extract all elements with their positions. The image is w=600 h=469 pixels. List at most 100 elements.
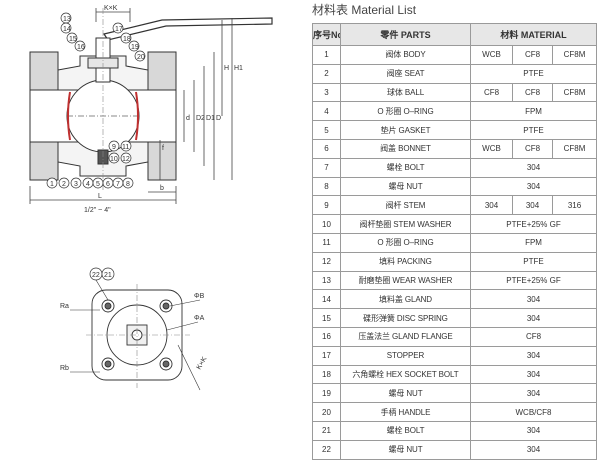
table-header-row: 序号No. 零件 PARTS 材料 MATERIAL bbox=[312, 23, 598, 46]
row-number: 18 bbox=[312, 364, 341, 385]
part-name: 阀盖 BONNET bbox=[340, 138, 471, 159]
callouts-top: 13 14 15 16 17 18 19 20 bbox=[60, 12, 146, 62]
part-name: 阀杆垫圈 STEM WASHER bbox=[340, 214, 471, 234]
callout-14: 14 bbox=[60, 22, 72, 34]
callout-9: 9 bbox=[108, 140, 120, 152]
part-name: 球体 BALL bbox=[340, 82, 471, 103]
row-number: 4 bbox=[312, 101, 341, 122]
callout-17: 17 bbox=[112, 22, 124, 34]
svg-text:14: 14 bbox=[63, 26, 71, 33]
dim-H1: H1 bbox=[234, 65, 243, 72]
callout-16: 16 bbox=[74, 40, 86, 52]
svg-text:18: 18 bbox=[123, 36, 131, 43]
material-value: PTFE bbox=[469, 63, 598, 84]
part-name: O 形圈 O–RING bbox=[340, 101, 471, 122]
material-value: 304 bbox=[469, 176, 598, 197]
callout-5: 5 bbox=[92, 177, 104, 189]
material-value: PTFE+25% GF bbox=[469, 214, 598, 234]
callouts-bottom: 1 2 3 4 5 6 7 8 9 10 11 12 bbox=[46, 140, 134, 189]
material-value: 304 bbox=[469, 345, 598, 366]
callout-21: 21 bbox=[101, 267, 115, 281]
svg-text:8: 8 bbox=[126, 181, 130, 188]
material-table: 序号No. 零件 PARTS 材料 MATERIAL 1阀体 BODYWCBCF… bbox=[312, 23, 598, 460]
svg-text:1: 1 bbox=[50, 181, 54, 188]
row-number: 17 bbox=[312, 345, 341, 366]
callout-12: 12 bbox=[120, 152, 132, 164]
material-value: CF8 bbox=[470, 82, 513, 103]
row-number: 7 bbox=[312, 157, 341, 178]
svg-text:22: 22 bbox=[92, 272, 100, 279]
dim-phiA: ΦA bbox=[194, 315, 205, 322]
part-name: 碟形弹簧 DISC SPRING bbox=[340, 308, 471, 328]
callout-3: 3 bbox=[70, 177, 82, 189]
material-value: PTFE+25% GF bbox=[469, 270, 598, 291]
callouts-flange: 22 21 bbox=[89, 267, 115, 301]
valve-drawing: K×K 13 14 15 16 17 18 19 2 bbox=[29, 5, 273, 391]
svg-text:10: 10 bbox=[110, 156, 118, 163]
callout-20: 20 bbox=[134, 50, 146, 62]
row-number: 15 bbox=[312, 308, 341, 328]
material-value: WCB bbox=[470, 45, 513, 65]
material-value: 304 bbox=[469, 289, 598, 310]
material-value: CF8M bbox=[551, 82, 598, 103]
callout-15: 15 bbox=[66, 32, 78, 44]
material-value: 304 bbox=[469, 420, 598, 441]
dim-Rb: Rb bbox=[60, 365, 69, 372]
svg-text:15: 15 bbox=[69, 36, 77, 43]
row-number: 3 bbox=[312, 82, 341, 103]
kk-dimension: K×K bbox=[95, 5, 131, 22]
header-parts: 零件 PARTS bbox=[340, 23, 471, 46]
callout-22: 22 bbox=[89, 267, 103, 281]
svg-text:5: 5 bbox=[96, 181, 100, 188]
svg-text:11: 11 bbox=[122, 144, 129, 151]
size-range: 1/2" ~ 4" bbox=[84, 207, 111, 214]
row-number: 6 bbox=[312, 138, 341, 159]
dim-b: b bbox=[160, 185, 164, 192]
callout-1: 1 bbox=[46, 177, 58, 189]
part-name: 阀杆 STEM bbox=[340, 195, 471, 216]
svg-text:9: 9 bbox=[112, 144, 116, 151]
dim-D2: D2 bbox=[196, 115, 205, 122]
callout-19: 19 bbox=[128, 40, 140, 52]
dim-f: f bbox=[162, 145, 164, 152]
material-value: CF8 bbox=[512, 82, 553, 103]
row-number: 10 bbox=[312, 214, 341, 234]
flange-view bbox=[86, 284, 190, 388]
svg-text:19: 19 bbox=[131, 44, 139, 51]
part-name: 螺母 NUT bbox=[340, 439, 471, 460]
svg-text:20: 20 bbox=[137, 54, 145, 61]
header-material: 材料 MATERIAL bbox=[469, 23, 598, 46]
dim-D1: D1 bbox=[206, 115, 215, 122]
callout-13: 13 bbox=[60, 12, 72, 24]
svg-text:3: 3 bbox=[74, 181, 78, 188]
part-name: 螺母 NUT bbox=[340, 176, 471, 197]
part-name: 六角螺栓 HEX SOCKET BOLT bbox=[340, 364, 471, 385]
svg-text:13: 13 bbox=[63, 16, 71, 23]
material-value: CF8M bbox=[551, 138, 598, 159]
material-value: 304 bbox=[470, 195, 513, 216]
svg-text:16: 16 bbox=[77, 44, 85, 51]
row-number: 5 bbox=[312, 120, 341, 140]
callout-11: 11 bbox=[120, 140, 132, 152]
callout-8: 8 bbox=[122, 177, 134, 189]
material-value: WCB bbox=[470, 138, 513, 159]
material-value: 316 bbox=[551, 195, 598, 216]
callout-4: 4 bbox=[82, 177, 94, 189]
row-number: 12 bbox=[312, 251, 341, 272]
row-number: 22 bbox=[312, 439, 341, 460]
